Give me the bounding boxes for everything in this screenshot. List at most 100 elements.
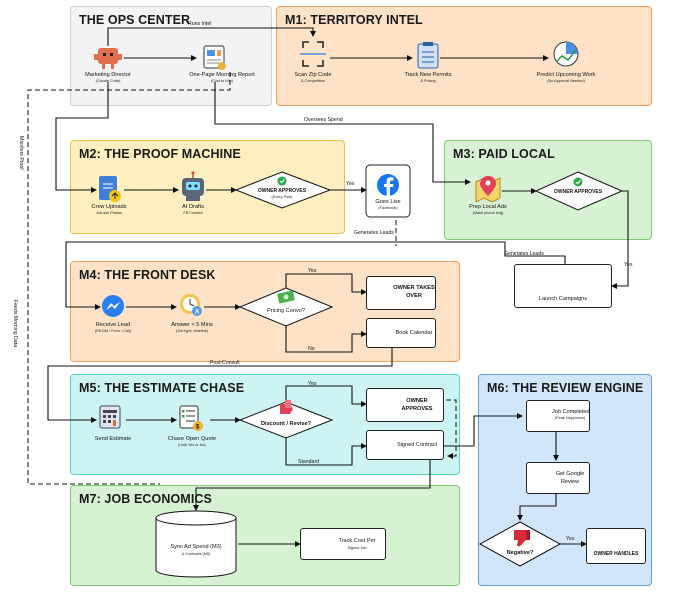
- map-pin-icon: [475, 176, 501, 203]
- owner-approves-diamond-m3: [534, 171, 624, 211]
- m5-title: M5: THE ESTIMATE CHASE: [79, 381, 245, 395]
- edge-feeds-morning-data: [27, 72, 231, 485]
- thumbs-down-icon: [514, 530, 530, 547]
- svg-text:$: $: [196, 425, 200, 431]
- edge-discount-standard: [285, 438, 367, 466]
- send-estimate-label: Send Estimate: [94, 436, 132, 442]
- prep-sub: (Make phone ring): [472, 211, 504, 215]
- crew-label: Crew Uploads: [91, 204, 127, 210]
- m3-title: M3: PAID LOCAL: [453, 147, 555, 161]
- chase-sub: (Until Yes or No): [178, 443, 206, 447]
- director-sub: (Claude Code): [95, 79, 121, 83]
- scan-label: Scan Zip Code: [294, 72, 332, 78]
- book-calendar-box: [366, 318, 436, 348]
- owner-approves-m2-label: OWNER APPROVES: [257, 188, 307, 194]
- edge-pricing-no: [285, 326, 367, 353]
- discount-revise-diamond: [238, 401, 334, 439]
- live-label: Goes Live: [375, 199, 401, 205]
- edge-owner3-launch: [611, 190, 629, 289]
- m1-title: M1: TERRITORY INTEL: [285, 13, 423, 27]
- edge-label-post-consult: Post-Consult: [210, 360, 240, 366]
- sync-label: Sync Ad Spend (M3): [170, 544, 222, 550]
- job-completed-sub: (Peak Happiness): [554, 416, 586, 420]
- ai-label: AI Drafts: [182, 204, 204, 210]
- owner-approves-box-m5: [366, 388, 444, 422]
- marketing-director-icon: [94, 48, 122, 69]
- edge-label-yes-m3: Yes: [624, 262, 633, 268]
- facebook-icon: [365, 164, 411, 218]
- edge-label-oversees-spend: Oversees Spend: [304, 117, 343, 123]
- checklist-icon: $: [179, 405, 203, 431]
- ai-sub: FB Content: [183, 211, 203, 215]
- edge-label-yes-m5: Yes: [308, 381, 317, 387]
- pricing-convo-diamond: [238, 287, 334, 327]
- edge-label-gen-leads-2: Generates Leads: [504, 251, 544, 257]
- m1-panel: M1: TERRITORY INTEL: [276, 6, 652, 106]
- job-completed-label: Job Completed: [552, 409, 590, 415]
- check-icon-m2: [277, 176, 287, 186]
- permits-sub: & Pricing: [420, 79, 436, 83]
- edge-label-monitors-proof: Monitors Proof: [18, 136, 24, 170]
- owner-approves-m2-sub: (Every Post): [271, 195, 293, 199]
- receive-label: Receive Lead: [95, 322, 131, 328]
- edge-label-yes-m4: Yes: [308, 268, 317, 274]
- edge-monitors-proof: [55, 82, 109, 193]
- owner-approves-m3-label: OWNER APPROVES: [553, 189, 603, 195]
- report-sub: (Cost to Win): [210, 79, 234, 83]
- job-completed-box: [526, 400, 590, 432]
- m7-title: M7: JOB ECONOMICS: [79, 492, 212, 506]
- money-icon: [277, 290, 295, 304]
- track-sub: Signed Job: [347, 546, 367, 550]
- director-label: Marketing Director: [85, 72, 131, 78]
- edge-label-yes-m2: Yes: [346, 181, 355, 187]
- edge-label-no-m4: No: [308, 346, 315, 352]
- predict-chart-icon: [553, 41, 579, 67]
- launch-campaigns-box: [514, 264, 612, 308]
- launch-label: Launch Campaigns: [538, 296, 588, 302]
- prep-label: Prep Local Ads: [469, 204, 507, 210]
- edge-signed-completed: [432, 413, 523, 447]
- book-calendar-label: Book Calendar: [395, 330, 433, 336]
- owner-handles-box: [586, 528, 646, 564]
- m4-title: M4: THE FRONT DESK: [79, 268, 216, 282]
- owner-approves-m5-line2: APPROVES: [401, 406, 433, 412]
- pricing-label: Pricing Convo?: [267, 308, 305, 314]
- sync-sub: & Contracts (M5): [181, 552, 211, 556]
- google-review-line1: Get Google: [555, 471, 585, 477]
- edge-signed-economics: [193, 458, 431, 511]
- google-review-line2: Review: [560, 479, 580, 485]
- scan-icon: [300, 41, 326, 67]
- edge-label-gen-leads-1: Generates Leads: [354, 230, 394, 236]
- sync-ad-spend-cylinder: [155, 510, 237, 578]
- scan-sub: & Competitors: [300, 79, 326, 83]
- ops-center-title: THE OPS CENTER: [79, 13, 191, 27]
- signed-contract-label: Signed Contract: [396, 442, 438, 448]
- crew-upload-icon: [99, 176, 121, 202]
- edge-label-yes-m6: Yes: [566, 536, 575, 542]
- chase-label: Chase Open Quote: [167, 436, 217, 442]
- edge-discount-yes: [285, 385, 367, 407]
- report-icon: [203, 45, 226, 70]
- owner-approves-diamond-m2: [234, 171, 332, 209]
- owner-takes-line2: OVER: [406, 293, 422, 299]
- discount-tag-icon: [280, 400, 293, 414]
- svg-text:A: A: [195, 310, 200, 316]
- edge-runs-intel: [107, 27, 316, 46]
- permits-label: Track New Permits: [404, 72, 452, 78]
- track-label: Track Cost Per: [338, 538, 376, 544]
- edge-label-runs-intel: Runs Intel: [188, 21, 212, 27]
- edge-label-feeds-morning-data: Feeds Morning Data: [12, 300, 18, 347]
- edge-label-standard: Standard: [298, 459, 320, 465]
- answer-clock-icon: A: [180, 294, 202, 316]
- live-sub: (Facebook): [378, 206, 398, 210]
- permits-clipboard-icon: [417, 42, 439, 69]
- owner-takes-line1: OWNER TAKES: [393, 285, 435, 291]
- google-review-box: [526, 462, 590, 494]
- edge-pricing-yes: [285, 273, 367, 295]
- edge-oversees-spend: [214, 82, 471, 185]
- owner-handles-label: OWNER HANDLES: [593, 551, 639, 557]
- receive-sub: (FB DM / Form / Call): [94, 329, 132, 333]
- discount-label: Discount / Revise?: [260, 421, 312, 427]
- robot-icon: [182, 171, 204, 201]
- predict-label: Predict Upcoming Work: [536, 72, 596, 78]
